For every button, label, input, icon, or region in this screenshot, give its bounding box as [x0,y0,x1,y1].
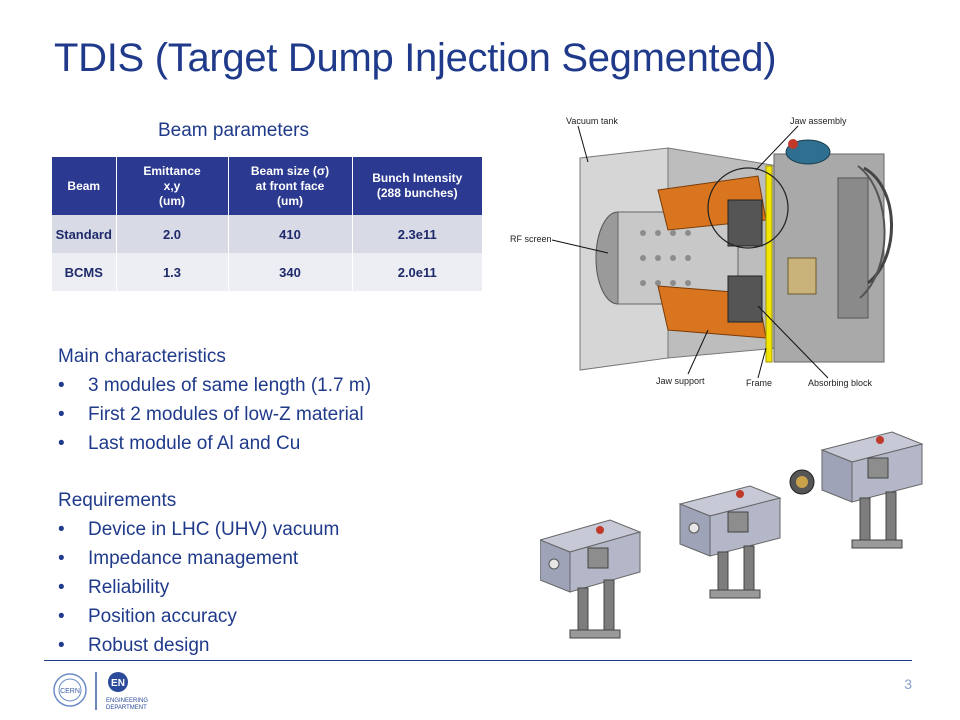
bullet-icon: • [58,577,65,598]
page-number: 3 [904,676,912,692]
header-beam-size: Beam size (σ) at front face (um) [228,157,353,215]
table-cell: 2.0 [116,215,229,253]
table-header-row: Beam Emittance x,y (um) Beam size (σ) at… [52,157,482,215]
table-cell: 2.0e11 [352,253,482,291]
footer-divider [44,660,912,661]
characteristics-list: •3 modules of same length (1.7 m) •First… [58,371,371,458]
svg-text:ENGINEERING: ENGINEERING [106,698,148,704]
characteristics-section: Main characteristics •3 modules of same … [58,342,371,458]
header-emittance: Emittance x,y (um) [116,157,229,215]
svg-text:CERN: CERN [60,688,80,695]
list-item: •Device in LHC (UHV) vacuum [58,515,339,544]
bullet-icon: • [58,404,65,425]
list-item: •First 2 modules of low-Z material [58,400,371,429]
bullet-icon: • [58,548,65,569]
list-item: •Position accuracy [58,602,339,631]
requirements-list: •Device in LHC (UHV) vacuum •Impedance m… [58,515,339,660]
module-3-icon [820,431,924,549]
list-item: •3 modules of same length (1.7 m) [58,371,371,400]
label-absorbing-block: Absorbing block [808,378,873,388]
list-item: •Robust design [58,631,339,660]
cern-logo: CERN [53,673,87,707]
table-cell: 1.3 [116,253,229,291]
table-cell: 410 [228,215,353,253]
label-jaw-support: Jaw support [656,376,705,386]
table-row: BCMS 1.3 340 2.0e11 [52,253,482,291]
tdis-modules-render [540,431,924,639]
list-item: •Last module of Al and Cu [58,429,371,458]
frame-icon [765,165,773,363]
label-jaw-assembly: Jaw assembly [790,116,847,126]
bullet-icon: • [58,375,65,396]
list-item: •Reliability [58,573,339,602]
beam-parameters-table: Beam Emittance x,y (um) Beam size (σ) at… [52,157,482,291]
characteristics-heading: Main characteristics [58,346,226,367]
module-1-icon [540,519,642,639]
absorbing-block-top [727,199,763,247]
label-rf-screen: RF screen [510,234,552,244]
header-beam: Beam [52,157,117,215]
detail-circle [707,167,789,249]
bullet-icon: • [58,519,65,540]
en-logo: EN ENGINEERING DEPARTMENT [106,672,148,711]
module-2-icon [678,485,782,599]
header-bunch-intensity: Bunch Intensity (288 bunches) [352,157,482,215]
table-row: Standard 2.0 410 2.3e11 [52,215,482,253]
label-vacuum-tank: Vacuum tank [566,116,618,126]
tdis-cutaway-diagram: Vacuum tank Jaw assembly RF screen Jaw s… [508,108,908,390]
table-cell: Standard [52,215,117,253]
footer-logos: CERN EN ENGINEERING DEPARTMENT [53,672,148,711]
slide-title: TDIS (Target Dump Injection Segmented) [54,36,777,80]
requirements-heading: Requirements [58,490,177,511]
table-cell: 340 [228,253,353,291]
label-frame: Frame [746,378,772,388]
bullet-icon: • [58,433,65,454]
table-caption: Beam parameters [158,120,310,141]
svg-text:DEPARTMENT: DEPARTMENT [106,705,147,711]
table-cell: BCMS [52,253,117,291]
leader-lines [551,125,829,379]
requirements-section: Requirements •Device in LHC (UHV) vacuum… [58,486,339,660]
svg-text:EN: EN [111,678,125,689]
bullet-icon: • [58,606,65,627]
list-item: •Impedance management [58,544,339,573]
table-cell: 2.3e11 [352,215,482,253]
absorbing-block-bottom [727,275,763,323]
bullet-icon: • [58,635,65,656]
